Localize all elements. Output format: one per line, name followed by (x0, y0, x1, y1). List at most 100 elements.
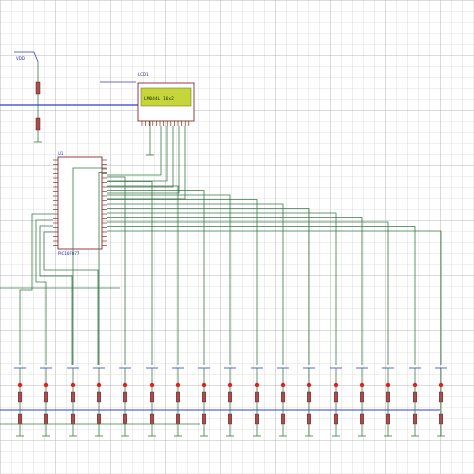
channel (435, 367, 447, 437)
mcu-ref-label: U1 (58, 151, 64, 156)
led-icon (412, 382, 418, 388)
output-channels (0, 367, 447, 437)
pullup-resistor[interactable] (34, 62, 42, 143)
resistor (334, 413, 339, 425)
resistor (96, 413, 101, 425)
resistor (149, 391, 154, 403)
channel-wire (107, 221, 389, 365)
led-icon (254, 382, 260, 388)
channel (14, 367, 26, 437)
led-icon (280, 382, 286, 388)
resistor (307, 391, 312, 403)
channel (251, 367, 263, 437)
resistor (281, 413, 286, 425)
channel (409, 367, 421, 437)
channel-wire (107, 217, 363, 365)
channel-wire (107, 230, 442, 365)
lcd-data-wire (107, 126, 180, 194)
lcd-data-wire (107, 126, 162, 176)
resistor (201, 413, 206, 425)
resistor (201, 391, 206, 403)
resistor (439, 391, 444, 403)
loop-wire (43, 231, 99, 365)
channel (40, 367, 52, 437)
lcd-data-wire (107, 126, 174, 188)
resistor (360, 413, 365, 425)
resistor (413, 413, 418, 425)
channel-wire (107, 176, 126, 365)
resistor (254, 413, 259, 425)
channel-wire (107, 199, 258, 365)
resistor (122, 391, 127, 403)
resistor (96, 391, 101, 403)
channel (224, 367, 236, 437)
resistor (227, 391, 232, 403)
channel (93, 367, 105, 437)
led-icon (17, 382, 23, 388)
resistor (70, 391, 75, 403)
resistor (307, 413, 312, 425)
led-icon (385, 382, 391, 388)
led-icon (175, 382, 181, 388)
resistor (149, 413, 154, 425)
resistor (386, 413, 391, 425)
vdd-label: VDD (16, 56, 25, 61)
channel (277, 367, 289, 437)
mcu-part-label: PIC16F877 (58, 251, 80, 256)
resistor (334, 391, 339, 403)
microcontroller[interactable]: U1 PIC16F877 (57, 151, 103, 256)
led-icon (70, 382, 76, 388)
channel-wire (107, 203, 284, 365)
wiring (0, 126, 442, 365)
resistor (386, 391, 391, 403)
loop-wire (39, 225, 73, 365)
resistor (122, 413, 127, 425)
resistor (44, 413, 49, 425)
channel (119, 367, 131, 437)
lcd-module[interactable]: LM044L 16x2 (137, 82, 195, 122)
channel (330, 367, 342, 437)
resistor (254, 391, 259, 403)
resistor (175, 413, 180, 425)
resistor (18, 413, 23, 425)
channel-wire (107, 212, 337, 365)
loop-wire (19, 213, 53, 365)
resistor (70, 413, 75, 425)
channel (356, 367, 368, 437)
led-icon (149, 382, 155, 388)
lcd-ref-label: LCD1 (138, 72, 149, 77)
lcd-pins (141, 121, 190, 126)
led-icon (359, 382, 365, 388)
channel-wire (98, 172, 107, 365)
resistor (360, 391, 365, 403)
led-icon (96, 382, 102, 388)
channel (303, 367, 315, 437)
lcd-screen (140, 87, 192, 107)
resistor (175, 391, 180, 403)
resistor (227, 413, 232, 425)
channel-wire (107, 208, 310, 365)
channel (198, 367, 210, 437)
channel-wire (72, 167, 107, 365)
channel-wire (107, 181, 153, 365)
led-icon (333, 382, 339, 388)
mcu-pins (53, 159, 107, 246)
channel-wire (107, 194, 231, 365)
resistor (281, 391, 286, 403)
vdd-terminal[interactable]: VDD (14, 51, 39, 63)
led-icon (201, 382, 207, 388)
channel (382, 367, 394, 437)
resistor (439, 413, 444, 425)
channel-wire (107, 190, 205, 365)
channel-wire (107, 185, 179, 365)
resistor (413, 391, 418, 403)
loop-wire (35, 219, 53, 365)
lcd-data-wire (107, 126, 186, 200)
resistor (44, 391, 49, 403)
led-icon (306, 382, 312, 388)
resistor (18, 391, 23, 403)
lcd-data-wire (107, 126, 168, 182)
channel (146, 367, 158, 437)
led-icon (122, 382, 128, 388)
